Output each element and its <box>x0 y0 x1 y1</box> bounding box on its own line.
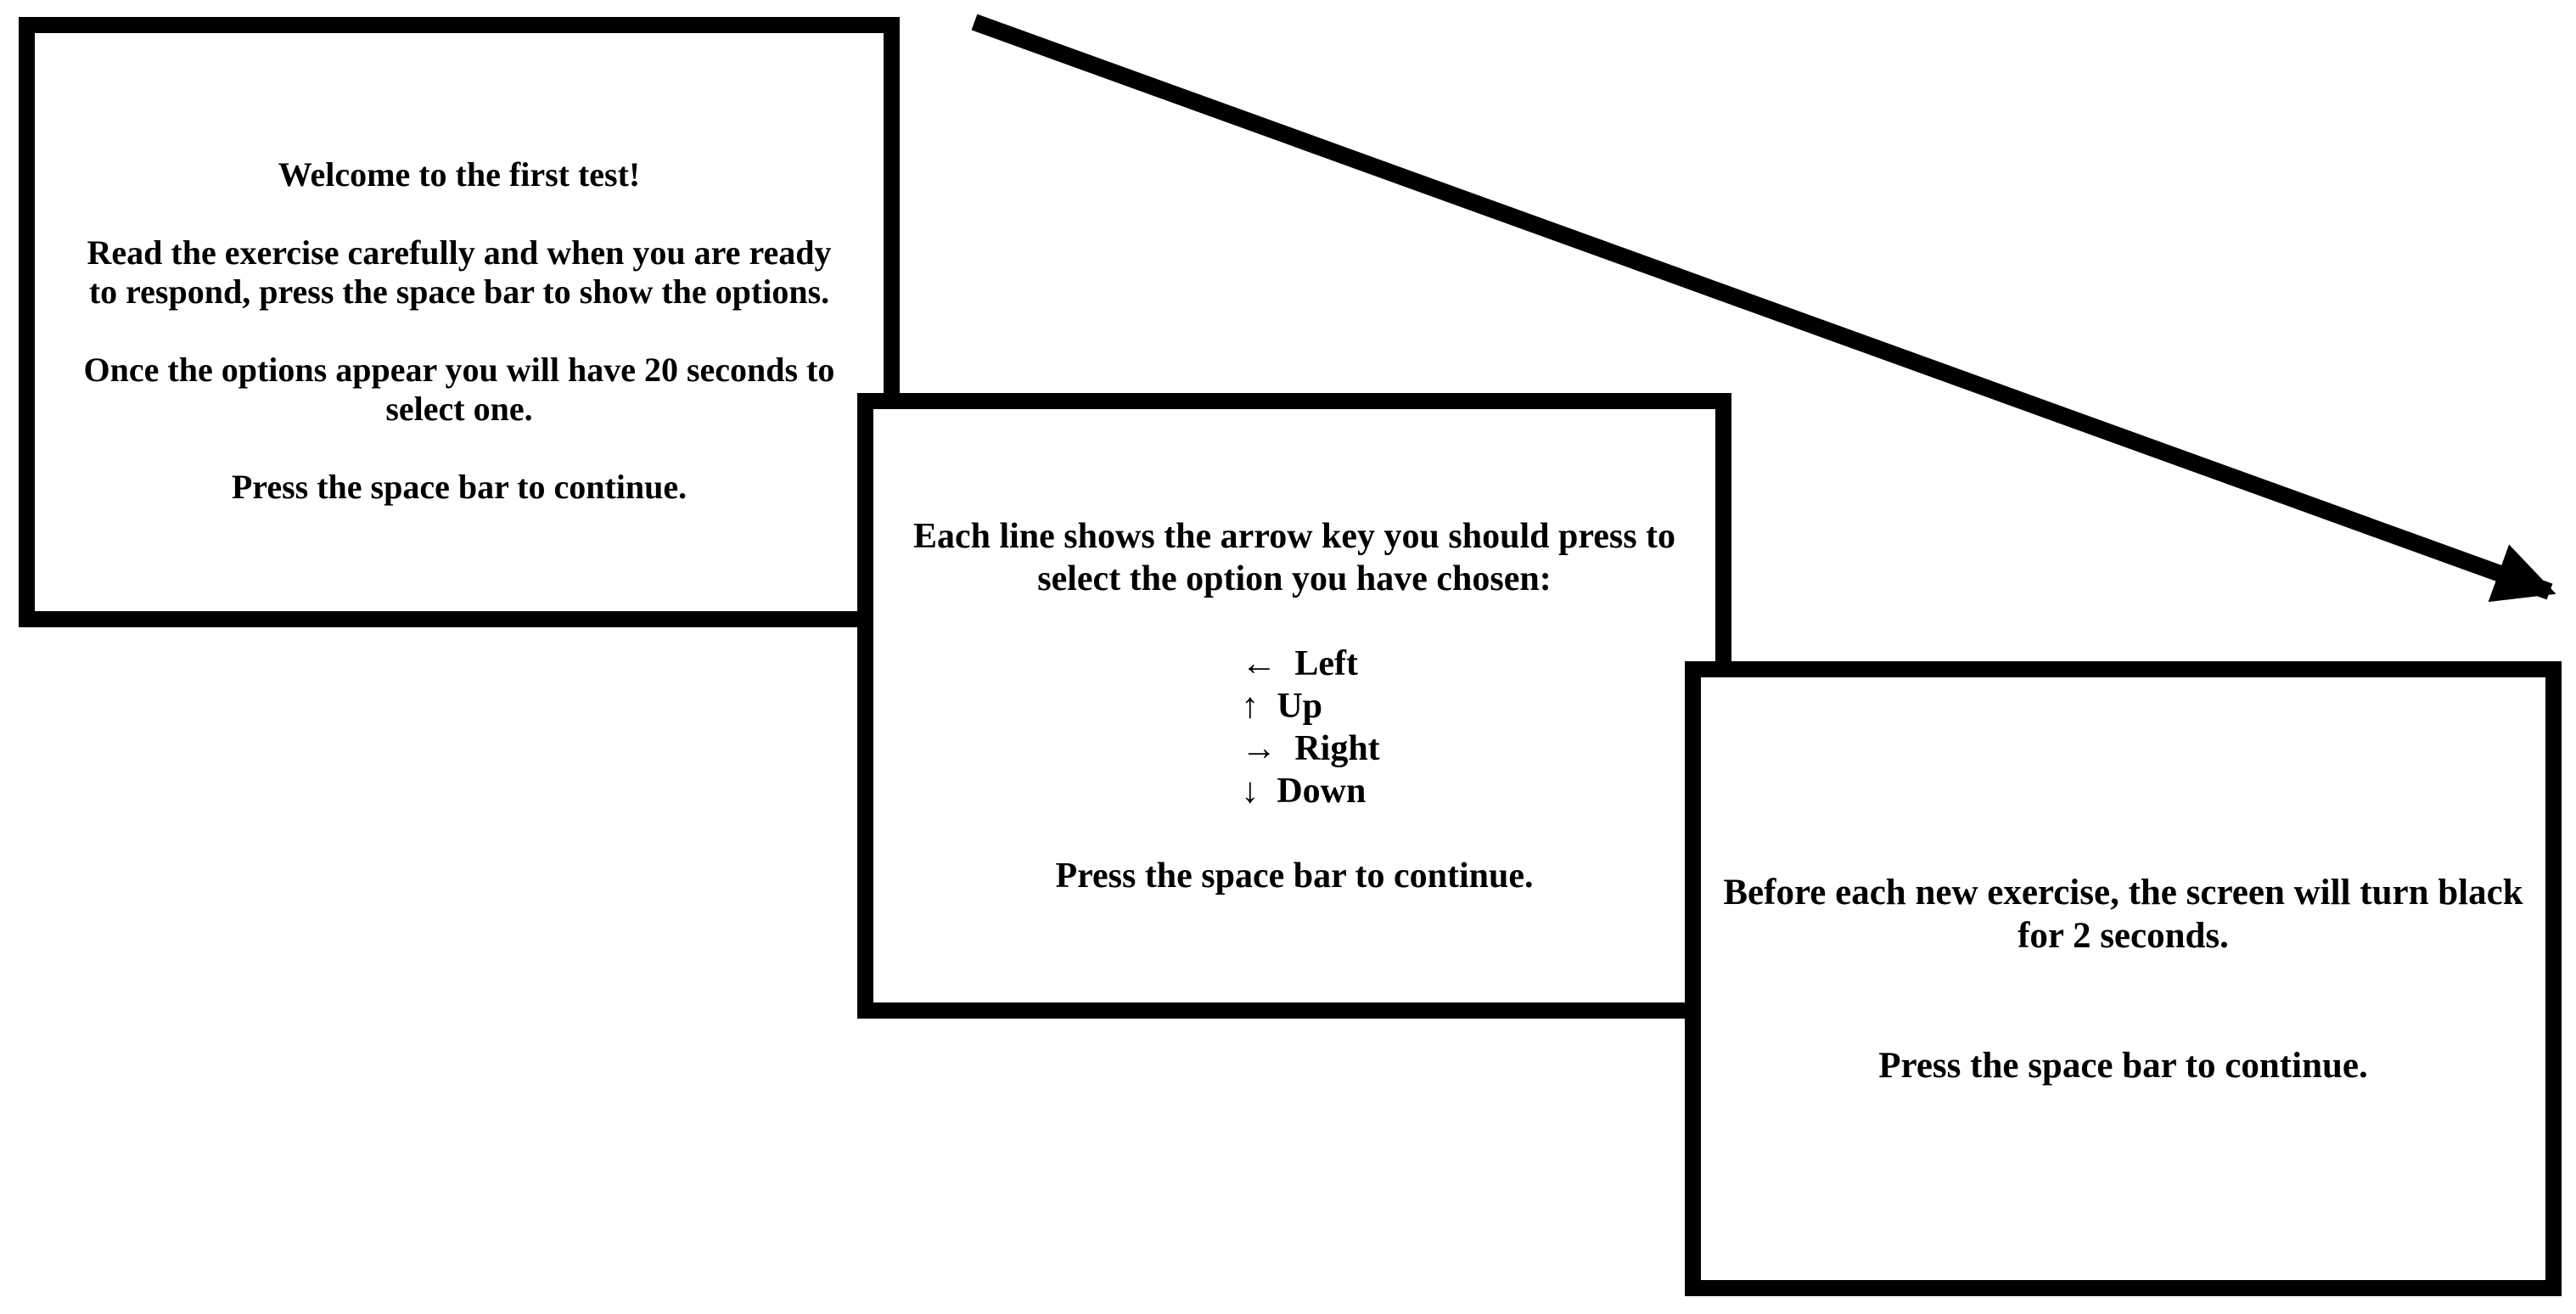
instruction-line: for 2 seconds. <box>2018 915 2229 956</box>
panel-arrow-keys-legend: Each line shows the arrow key you should… <box>857 393 1731 1019</box>
panel-content: Each line shows the arrow key you should… <box>873 515 1715 897</box>
right-arrow-icon: → <box>1241 728 1277 768</box>
instruction-line: Press the space bar to continue. <box>1055 856 1534 896</box>
panel-welcome-instructions: Welcome to the first test! Read the exerc… <box>19 17 900 627</box>
instruction-line: Each line shows the arrow key you should… <box>912 516 1676 556</box>
key-row: → Right <box>1241 727 1379 770</box>
left-arrow-icon: ← <box>1241 643 1277 683</box>
instruction-line: to respond, press the space bar to show … <box>88 272 830 311</box>
panel-blackout-notice: Before each new exercise, the screen wil… <box>1685 661 2562 1296</box>
key-row: ↑ Up <box>1241 685 1379 727</box>
instruction-line: Press the space bar to continue. <box>231 467 687 506</box>
key-label: Up <box>1277 686 1323 726</box>
instruction-line: Press the space bar to continue. <box>1878 1045 2368 1086</box>
instruction-line: Read the exercise carefully and when you… <box>87 233 832 272</box>
panel-content: Before each new exercise, the screen wil… <box>1701 871 2545 1087</box>
instruction-block: Press the space bar to continue. <box>35 468 884 507</box>
instruction-line: select one. <box>385 389 533 428</box>
instruction-block: Press the space bar to continue. <box>873 855 1715 897</box>
key-label: Right <box>1294 728 1380 768</box>
up-arrow-icon: ↑ <box>1241 686 1260 726</box>
instruction-line: Once the options appear you will have 20… <box>83 350 835 389</box>
instruction-block: Press the space bar to continue. <box>1701 1044 2545 1087</box>
instruction-line: Before each new exercise, the screen wil… <box>1723 872 2523 912</box>
key-label: Down <box>1277 771 1367 811</box>
arrow-key-list: ← Left ↑ Up→ Right ↓ Down <box>1241 643 1379 812</box>
key-label: Left <box>1294 643 1358 683</box>
instruction-block: Once the options appear you will have 20… <box>35 351 884 429</box>
instruction-block: Before each new exercise, the screen wil… <box>1701 871 2545 957</box>
instruction-block: Each line shows the arrow key you should… <box>873 515 1715 600</box>
instruction-block: Welcome to the first test! <box>35 155 884 194</box>
instruction-line: select the option you have chosen: <box>1037 559 1552 598</box>
instruction-line: Welcome to the first test! <box>278 154 641 194</box>
down-arrow-icon: ↓ <box>1241 771 1260 811</box>
panel-content: Welcome to the first test! Read the exerc… <box>35 155 884 507</box>
key-row: ↓ Down <box>1241 770 1379 812</box>
key-row: ← Left <box>1241 643 1379 685</box>
instruction-block: Read the exercise carefully and when you… <box>35 233 884 312</box>
